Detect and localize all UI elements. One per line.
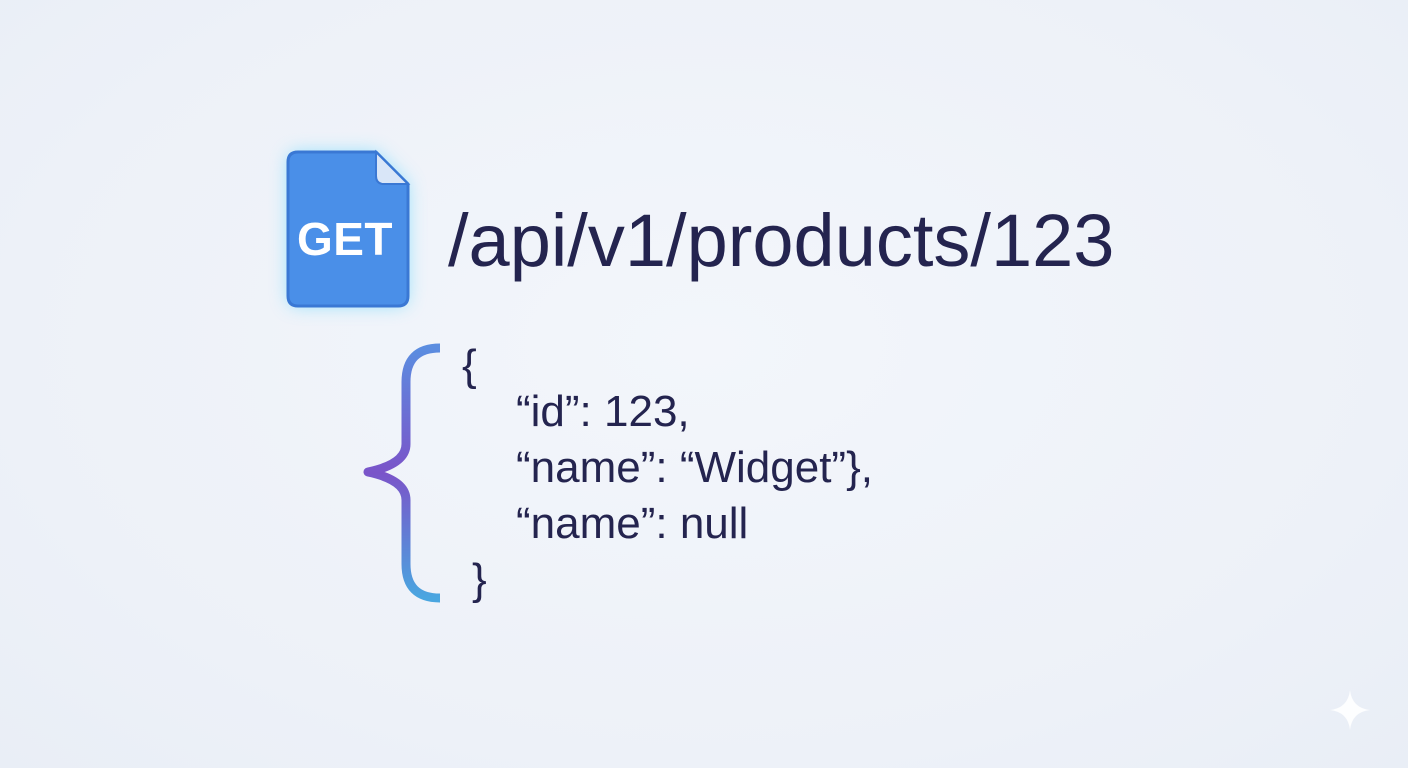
sparkle-icon (1328, 688, 1372, 732)
json-close-brace: } (472, 555, 487, 604)
get-document-icon: GET (272, 140, 422, 320)
json-line-name: “name”: “Widget”}, (516, 443, 873, 492)
json-open-brace: { (462, 341, 477, 390)
endpoint-path: /api/v1/products/123 (448, 199, 1115, 282)
json-line-id: “id”: 123, (516, 387, 690, 436)
response-brace (356, 338, 452, 608)
document-icon (286, 149, 411, 308)
http-method-label: GET (296, 213, 394, 265)
curly-brace-icon (363, 343, 441, 603)
json-line-name-null: “name”: null (516, 499, 749, 548)
